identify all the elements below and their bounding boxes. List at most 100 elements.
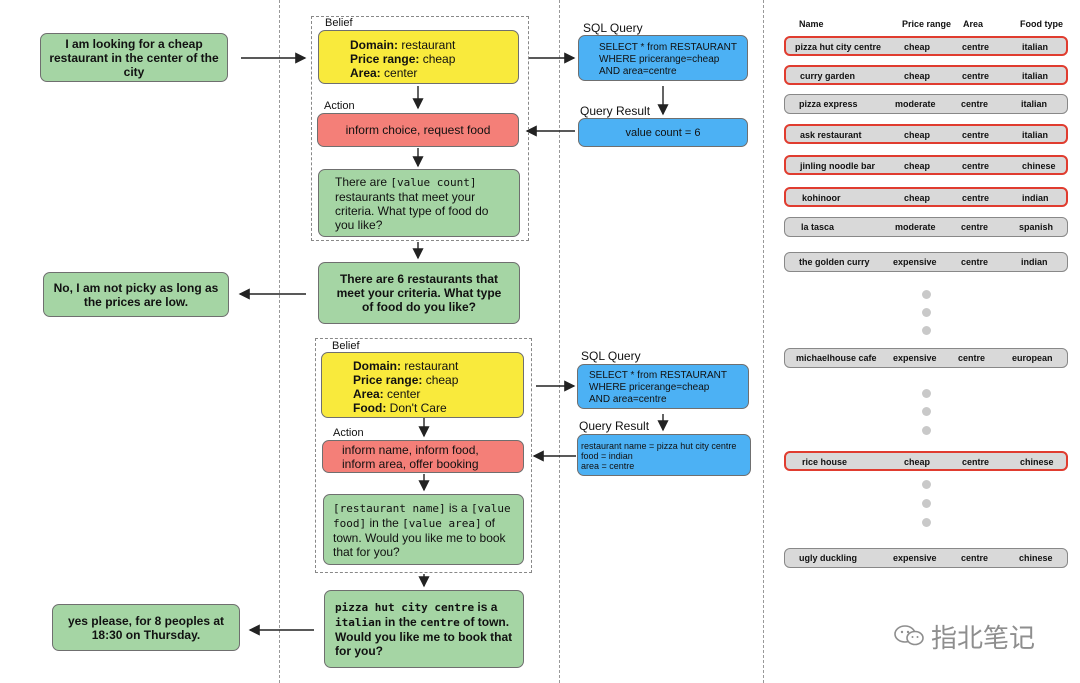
table-row: curry garden cheap centre italian	[784, 65, 1068, 85]
system-action-box: inform choice, request food	[317, 113, 519, 147]
cell-name: kohinoor	[802, 193, 841, 203]
cell-name: ask restaurant	[800, 130, 862, 140]
cell-area: centre	[961, 553, 989, 563]
dialogue-state-frame	[315, 338, 532, 573]
sql-query-box: SELECT * from RESTAURANT WHERE pricerang…	[578, 35, 748, 81]
delexicalized-response-text: There are [value count] restaurants that…	[335, 174, 489, 232]
system-action-box: inform name, inform food, inform area, o…	[322, 440, 524, 473]
wechat-logo-icon	[894, 625, 924, 646]
user-utterance: yes please, for 8 peoples at 18:30 on Th…	[52, 604, 240, 651]
delexicalized-response-box: [restaurant name] is a [value food] in t…	[323, 494, 524, 565]
user-utterance-text: yes please, for 8 peoples at 18:30 on Th…	[67, 613, 225, 642]
table-header-food: Food type	[1020, 19, 1063, 29]
cell-area: centre	[962, 42, 990, 52]
user-utterance-text: No, I am not picky as long as the prices…	[53, 280, 219, 309]
sql-line: AND area=centre	[589, 394, 667, 405]
sql-line: AND area=centre	[599, 66, 677, 77]
dialogue-state-frame	[311, 16, 529, 241]
cell-name: rice house	[802, 457, 848, 467]
delexicalized-response-box: There are [value count] restaurants that…	[318, 169, 520, 237]
cell-name: pizza hut city centre	[795, 42, 882, 52]
cell-food: chinese	[1020, 457, 1054, 467]
table-row: la tasca moderate centre spanish	[784, 217, 1068, 237]
cell-food: italian	[1022, 42, 1049, 52]
cell-price: cheap	[904, 130, 931, 140]
ellipsis-dot	[922, 407, 931, 416]
system-response-text: There are 6 restaurants that meet your c…	[336, 272, 502, 314]
cell-price: expensive	[893, 553, 937, 563]
table-row: pizza express moderate centre italian	[784, 94, 1068, 114]
sql-line: SELECT * from RESTAURANT	[589, 370, 727, 381]
system-response-box: There are 6 restaurants that meet your c…	[318, 262, 520, 324]
cell-price: cheap	[904, 193, 931, 203]
cell-name: michaelhouse cafe	[796, 353, 877, 363]
separator-line	[763, 0, 764, 683]
query-result-box: value count = 6	[578, 118, 748, 147]
cell-food: indian	[1021, 257, 1048, 267]
query-result-line: area = centre	[581, 461, 635, 471]
ellipsis-dot	[922, 480, 931, 489]
cell-area: centre	[962, 457, 990, 467]
cell-name: ugly duckling	[799, 553, 858, 563]
ellipsis-dot	[922, 499, 931, 508]
belief-slot: Domain: restaurant	[350, 38, 456, 52]
cell-name: pizza express	[799, 99, 858, 109]
belief-label: Belief	[332, 340, 360, 352]
cell-area: centre	[961, 257, 989, 267]
cell-food: european	[1012, 353, 1053, 363]
cell-food: chinese	[1022, 161, 1056, 171]
cell-area: centre	[962, 71, 990, 81]
belief-slot: Food: Don't Care	[353, 401, 447, 415]
watermark-text: 指北笔记	[931, 623, 1036, 653]
table-row: ask restaurant cheap centre italian	[784, 124, 1068, 144]
cell-price: cheap	[904, 42, 931, 52]
belief-slot: Price range: cheap	[353, 373, 459, 387]
action-label: Action	[333, 427, 364, 439]
table-header-name: Name	[799, 19, 824, 29]
cell-price: cheap	[904, 457, 931, 467]
cell-food: italian	[1022, 130, 1049, 140]
system-action-text: inform name, inform food,	[342, 443, 479, 457]
sql-query-label: SQL Query	[583, 21, 643, 35]
cell-name: curry garden	[800, 71, 856, 81]
sql-query-box: SELECT * from RESTAURANT WHERE pricerang…	[577, 364, 749, 409]
cell-area: centre	[962, 130, 990, 140]
system-action-text: inform choice, request food	[345, 123, 491, 137]
cell-name: jinling noodle bar	[800, 161, 875, 171]
table-row: rice house cheap centre chinese	[784, 451, 1068, 471]
cell-name: la tasca	[801, 222, 835, 232]
cell-price: moderate	[895, 99, 936, 109]
system-response-text: pizza hut city centre is a italian in th…	[335, 600, 513, 658]
table-row: jinling noodle bar cheap centre chinese	[784, 155, 1068, 175]
cell-price: moderate	[895, 222, 936, 232]
cell-area: centre	[962, 161, 990, 171]
sql-query-label: SQL Query	[581, 349, 641, 363]
sql-line: SELECT * from RESTAURANT	[599, 42, 737, 53]
separator-line	[559, 0, 560, 683]
cell-area: centre	[962, 193, 990, 203]
belief-state-box: Domain: restaurant Price range: cheap Ar…	[321, 352, 524, 418]
user-utterance: No, I am not picky as long as the prices…	[43, 272, 229, 317]
table-header-price: Price range	[902, 19, 952, 29]
table-row: ugly duckling expensive centre chinese	[784, 548, 1068, 568]
table-row: pizza hut city centre cheap centre itali…	[784, 36, 1068, 56]
cell-name: the golden curry	[799, 257, 870, 267]
sql-line: WHERE pricerange=cheap	[589, 382, 710, 393]
query-result-line: restaurant name = pizza hut city centre	[581, 441, 737, 451]
query-result-label: Query Result	[579, 419, 650, 433]
table-row: michaelhouse cafe expensive centre europ…	[784, 348, 1068, 368]
cell-food: spanish	[1019, 222, 1054, 232]
cell-area: centre	[961, 222, 989, 232]
belief-state-box: Domain: restaurant Price range: cheap Ar…	[318, 30, 519, 84]
delexicalized-response-text: [restaurant name] is a [value food] in t…	[333, 500, 511, 559]
cell-area: centre	[961, 99, 989, 109]
ellipsis-dot	[922, 290, 931, 299]
belief-slot: Price range: cheap	[350, 52, 456, 66]
cell-food: indian	[1022, 193, 1049, 203]
system-response-box: pizza hut city centre is a italian in th…	[324, 590, 524, 668]
table-row: kohinoor cheap centre indian	[784, 187, 1068, 207]
cell-price: cheap	[904, 71, 931, 81]
separator-line	[279, 0, 280, 683]
ellipsis-dot	[922, 326, 931, 335]
